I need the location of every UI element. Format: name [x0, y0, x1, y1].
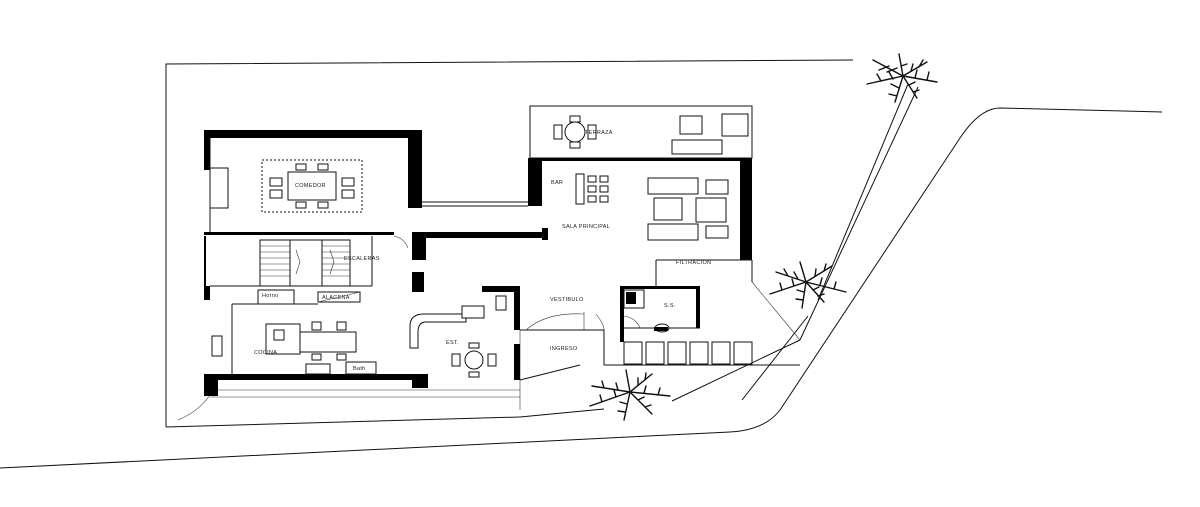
- terraza-area: [529, 105, 753, 159]
- bathroom: [623, 289, 670, 333]
- stairs: [259, 239, 351, 287]
- entrance: [525, 312, 753, 365]
- room-label-ss: S.S.: [664, 303, 676, 309]
- room-label-horno: Horno: [262, 293, 278, 299]
- room-label-cocina: COCINA: [254, 350, 277, 356]
- room-label-alacena: ALACENA: [322, 295, 350, 301]
- room-label-bar: BAR: [551, 180, 563, 186]
- comedor-area: [209, 159, 363, 213]
- room-label-escaleras: ESCALERAS: [344, 256, 380, 262]
- cocina-area: [211, 289, 377, 375]
- room-label-filtracion: FILTRACION: [676, 260, 711, 266]
- door-swing: [393, 235, 409, 249]
- palm-tree-icon: [769, 261, 847, 309]
- street-curb: [0, 107, 1163, 469]
- palm-tree-icon: [866, 53, 938, 103]
- est-area: [409, 295, 507, 378]
- room-label-comedor: COMEDOR: [295, 183, 326, 189]
- walls: [204, 130, 752, 396]
- garage-area: [177, 330, 521, 421]
- room-label-ingreso: INGRESO: [550, 346, 578, 352]
- room-label-est: EST.: [446, 340, 459, 346]
- room-label-sala-principal: SALA PRINCIPAL: [562, 224, 610, 230]
- room-label-terraza: TERRAZA: [585, 130, 613, 136]
- sala-area: [575, 173, 729, 241]
- room-label-vestibulo: VESTIBULO: [550, 297, 584, 303]
- palm-tree-icon: [589, 369, 671, 421]
- room-label-bath: Bath: [353, 366, 366, 372]
